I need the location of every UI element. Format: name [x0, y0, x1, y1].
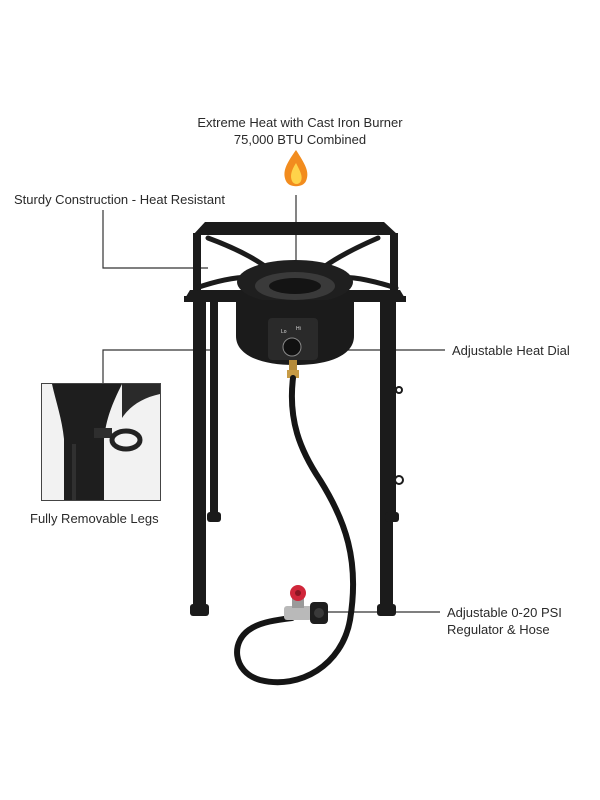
flame-icon: [284, 150, 308, 187]
heat-dial-callout: Adjustable Heat Dial: [452, 343, 570, 358]
pressure-regulator: [284, 585, 328, 624]
leg-back-right: [388, 302, 396, 520]
gas-hose: [234, 375, 357, 686]
heat-dial: [282, 337, 302, 357]
leg-detail-image: [42, 384, 160, 500]
burner-callout-line1: Extreme Heat with Cast Iron Burner: [197, 115, 403, 130]
regulator-callout: Adjustable 0-20 PSI Regulator & Hose: [447, 604, 562, 638]
burner-callout-line2: 75,000 BTU Combined: [233, 132, 367, 147]
heat-dial-panel: Lo Hi: [268, 318, 318, 378]
callout-line-sturdy: [102, 210, 208, 269]
sturdy-construction-callout: Sturdy Construction - Heat Resistant: [14, 192, 225, 207]
stove-legs: [190, 302, 404, 616]
burner-callout: Extreme Heat with Cast Iron Burner 75,00…: [150, 114, 450, 148]
regulator-callout-line2: Regulator & Hose: [447, 622, 550, 637]
leg-front-left: [193, 302, 206, 614]
callout-line-legs: [102, 349, 211, 383]
removable-legs-callout: Fully Removable Legs: [30, 511, 159, 526]
leg-back-left: [210, 302, 218, 520]
dial-mark-lo: Lo: [281, 329, 287, 335]
regulator-callout-line1: Adjustable 0-20 PSI: [447, 605, 562, 620]
dial-mark-hi: Hi: [296, 326, 301, 332]
leg-detail-inset: [41, 383, 161, 501]
